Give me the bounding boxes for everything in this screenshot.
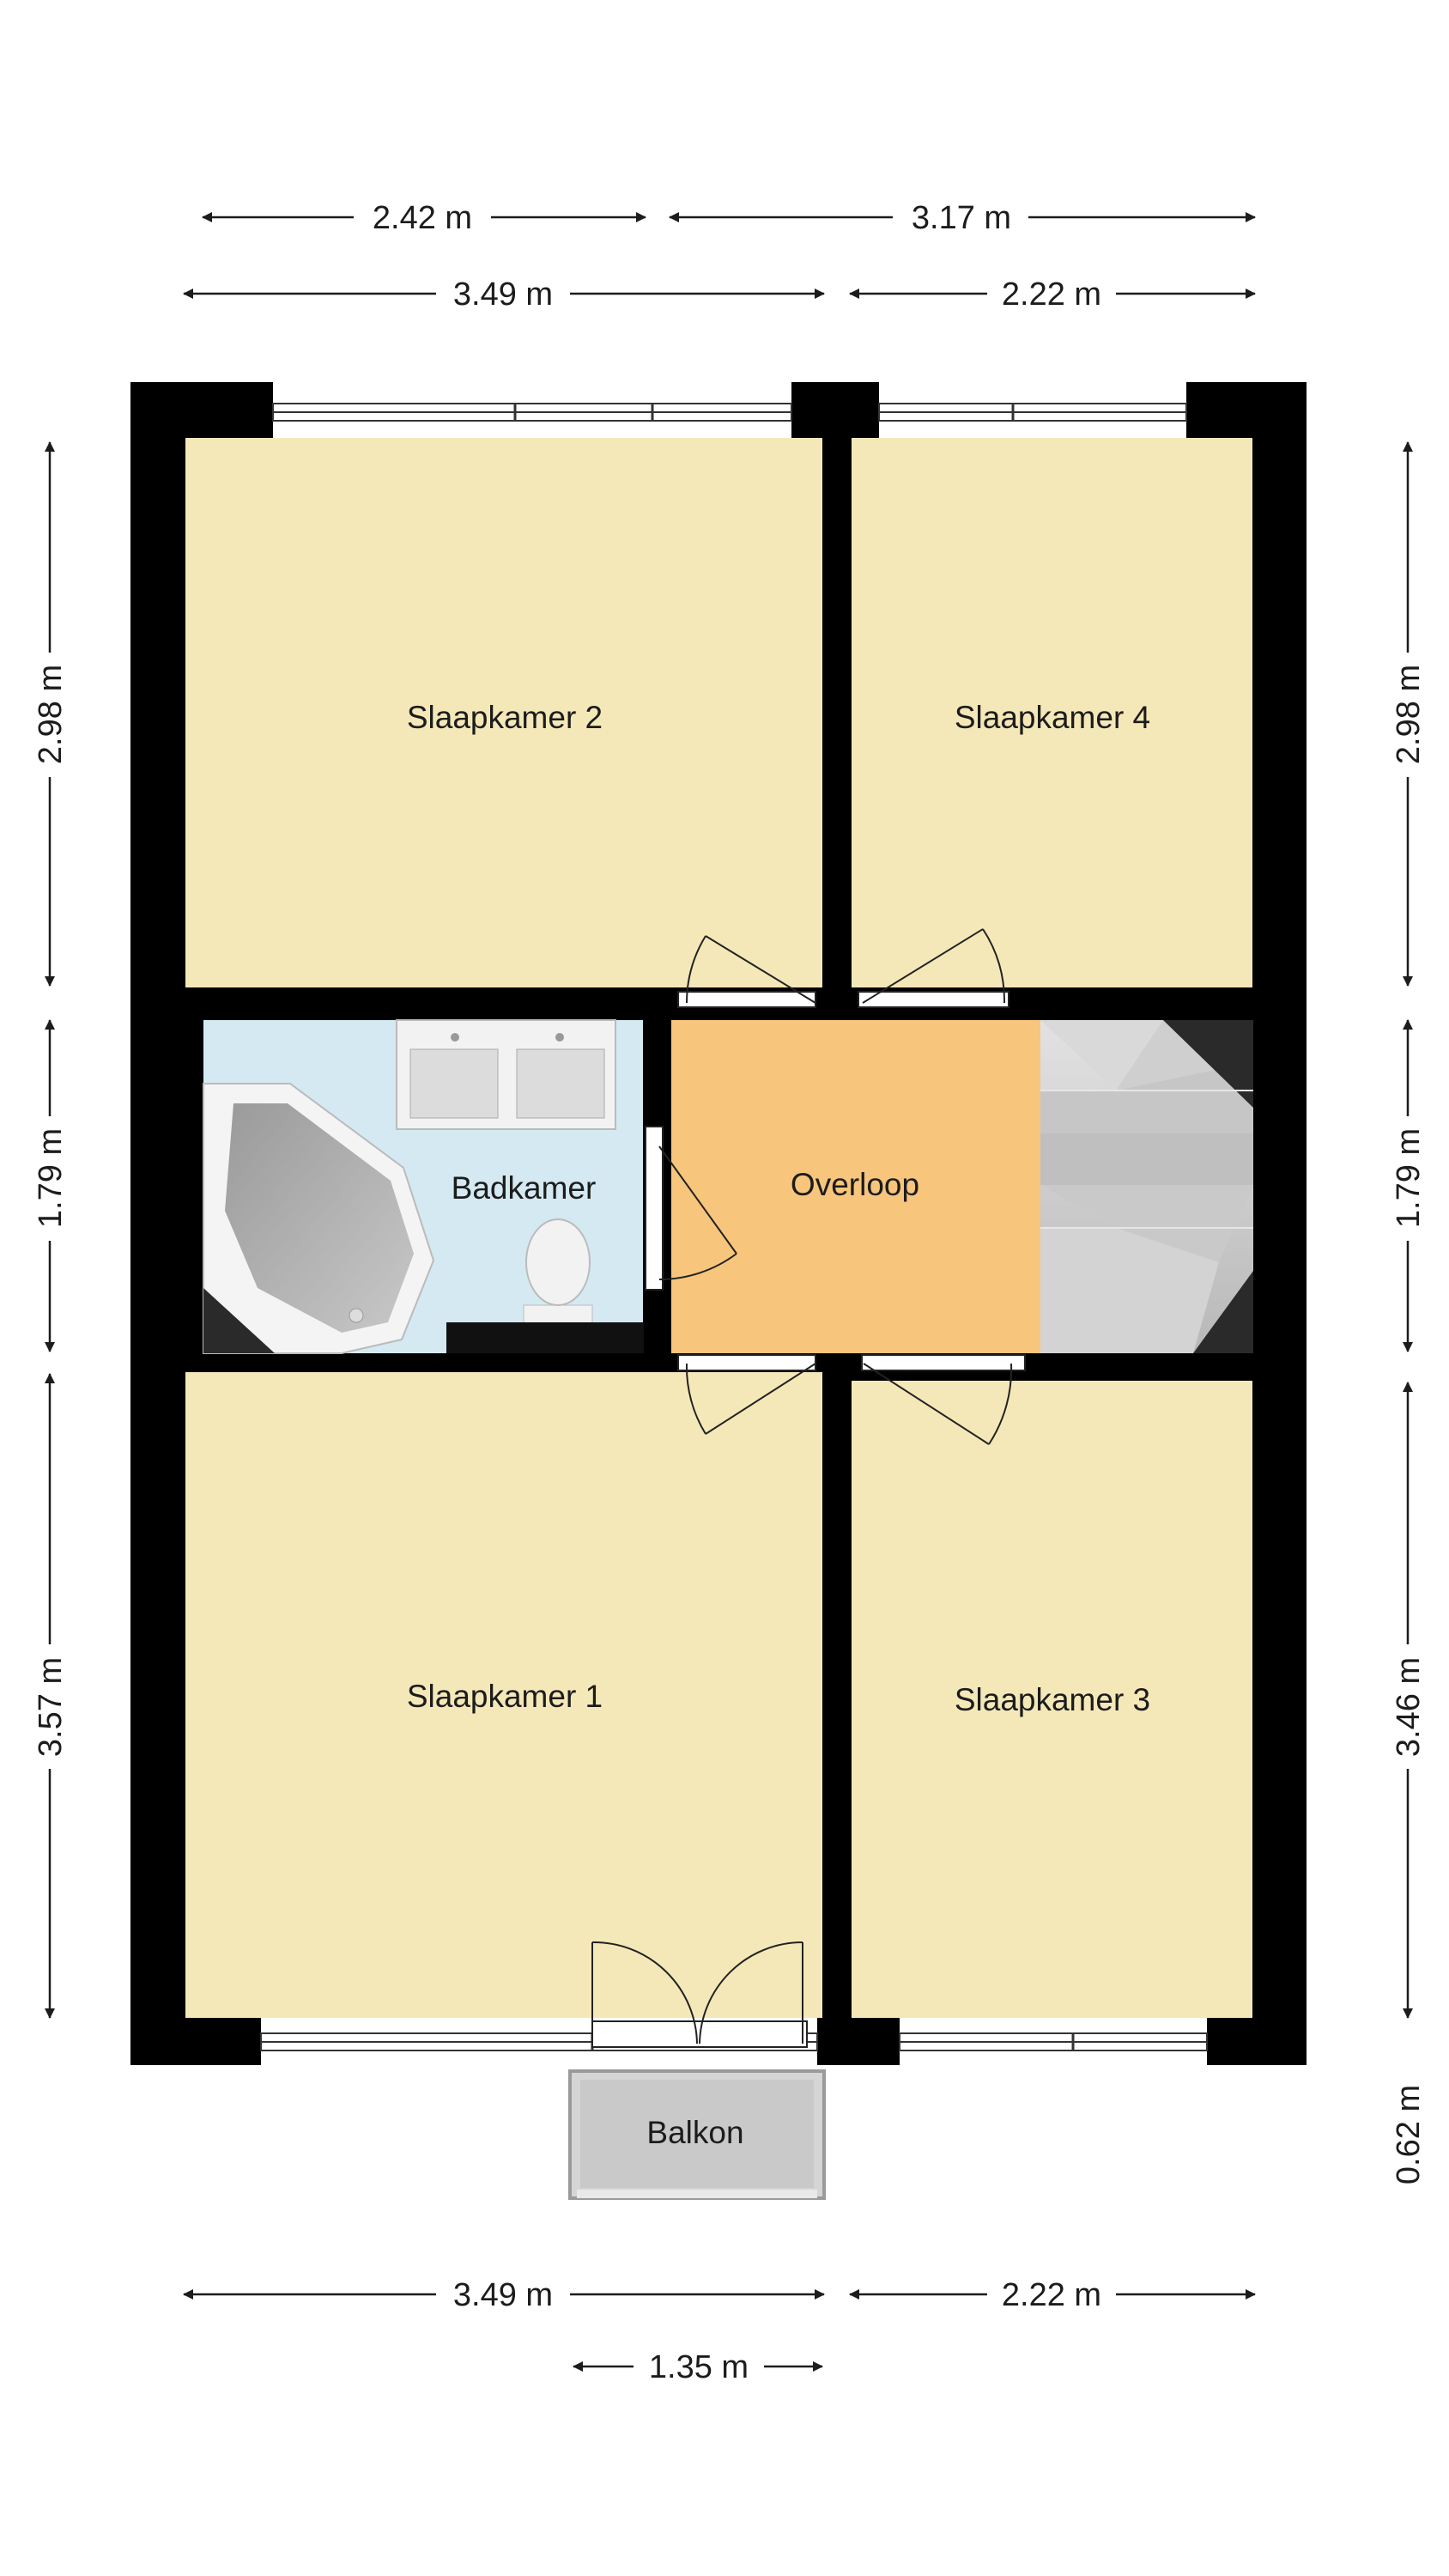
dim-top-row2-left-label: 3.49 m bbox=[453, 276, 553, 313]
label-slaapkamer-4: Slaapkamer 4 bbox=[955, 700, 1150, 735]
label-badkamer: Badkamer bbox=[452, 1170, 597, 1206]
dim-bottom-row1-left-label: 3.49 m bbox=[453, 2277, 553, 2313]
dim-right-balcony-label: 0.62 m bbox=[1391, 2085, 1427, 2184]
staircase bbox=[1040, 1020, 1253, 1353]
window-bottom-right bbox=[899, 2018, 1208, 2065]
dim-left-lower-label: 3.57 m bbox=[33, 1657, 69, 1757]
door-slaapkamer-2 bbox=[677, 935, 816, 1008]
bathroom-counter bbox=[446, 1322, 644, 1353]
door-slaapkamer-4 bbox=[858, 928, 1009, 1008]
dim-left-middle-label: 1.79 m bbox=[33, 1128, 69, 1228]
door-balkon bbox=[591, 1941, 808, 2048]
window-top-right bbox=[878, 382, 1187, 438]
door-slaapkamer-3 bbox=[861, 1354, 1026, 1445]
room-slaapkamer-1 bbox=[185, 1372, 822, 2018]
room-slaapkamer-2 bbox=[185, 438, 822, 987]
door-slaapkamer-1 bbox=[677, 1354, 816, 1435]
toilet bbox=[523, 1218, 593, 1332]
window-top-left bbox=[272, 382, 792, 438]
door-badkamer bbox=[645, 1126, 737, 1291]
room-slaapkamer-3 bbox=[852, 1381, 1252, 2018]
dim-bottom-row1-right-label: 2.22 m bbox=[1002, 2277, 1101, 2313]
double-sink bbox=[396, 1019, 616, 1130]
label-slaapkamer-2: Slaapkamer 2 bbox=[407, 700, 603, 735]
dim-top-row2-right-label: 2.22 m bbox=[1002, 276, 1101, 313]
dim-right-upper-label: 2.98 m bbox=[1391, 665, 1427, 764]
dim-top-row1-left-label: 2.42 m bbox=[373, 200, 472, 236]
dim-right-middle-label: 1.79 m bbox=[1391, 1128, 1427, 1228]
balcony bbox=[568, 2069, 826, 2200]
label-overloop: Overloop bbox=[791, 1167, 919, 1202]
label-slaapkamer-1: Slaapkamer 1 bbox=[407, 1679, 603, 1714]
label-balkon: Balkon bbox=[646, 2115, 743, 2150]
dim-bottom-balcony-label: 1.35 m bbox=[649, 2349, 749, 2385]
dim-top-row1-right-label: 3.17 m bbox=[912, 200, 1011, 236]
label-slaapkamer-3: Slaapkamer 3 bbox=[955, 1682, 1150, 1717]
room-slaapkamer-4 bbox=[852, 438, 1252, 987]
corner-bathtub bbox=[203, 1083, 435, 1354]
dim-right-lower-label: 3.46 m bbox=[1391, 1657, 1427, 1757]
dim-left-upper-label: 2.98 m bbox=[33, 665, 69, 764]
room-overloop bbox=[671, 1020, 1040, 1353]
